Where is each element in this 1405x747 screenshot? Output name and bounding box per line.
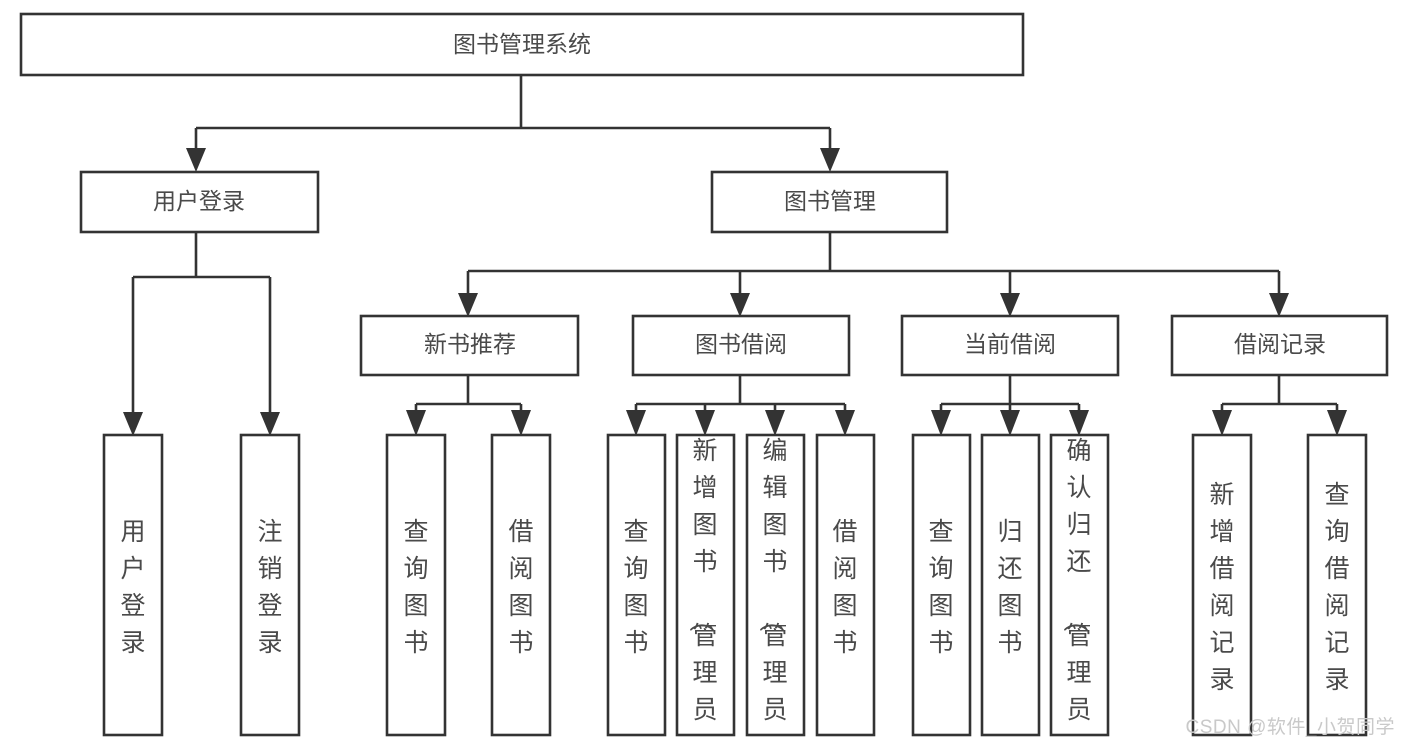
connector-userlogin-to-leaves — [131, 232, 272, 414]
leaf-add-book-label: 新增图书（管理员） — [686, 437, 717, 747]
leaf-confirm-return-label: 确认归还（管理员） — [1060, 437, 1091, 747]
leaf-edit-book[interactable]: 编辑图书（管理员） — [745, 433, 806, 747]
arrow-head-leaf-query-record — [1327, 410, 1347, 436]
node-new-book-recommend-label: 新书推荐 — [424, 331, 516, 357]
leaf-user-login-label: 用户登录 — [120, 518, 145, 657]
leaf-query-book-1-box[interactable] — [385, 433, 447, 737]
connector-layer — [123, 75, 1347, 436]
node-borrow-record-box[interactable] — [1170, 314, 1389, 377]
node-borrow-record[interactable]: 借阅记录 — [1170, 314, 1389, 377]
leaf-query-record-box[interactable] — [1306, 433, 1368, 737]
leaf-borrow-book-1[interactable]: 借阅图书 — [490, 433, 552, 737]
leaf-query-book-1[interactable]: 查询图书 — [385, 433, 447, 737]
arrow-head-leaf-add-book — [695, 410, 715, 436]
leaf-borrow-book-2[interactable]: 借阅图书 — [815, 433, 876, 737]
arrow-head-leaf-confirm-return — [1069, 410, 1089, 436]
node-root[interactable]: 图书管理系统 — [19, 12, 1025, 77]
leaf-confirm-return-box[interactable] — [1049, 433, 1110, 737]
node-new-book-recommend-box[interactable] — [359, 314, 580, 377]
node-current-borrow-label: 当前借阅 — [964, 331, 1056, 357]
arrow-head-leaf-return-book — [1000, 410, 1020, 436]
arrow-head-book-borrow — [730, 293, 750, 317]
leaf-borrow-book-1-label: 借阅图书 — [508, 518, 533, 657]
leaf-query-book-1-label: 查询图书 — [403, 518, 428, 657]
leaf-logout[interactable]: 注销登录 — [239, 433, 301, 737]
node-book-borrow-box[interactable] — [631, 314, 851, 377]
leaf-add-record-box[interactable] — [1191, 433, 1253, 737]
node-user-login-box[interactable] — [79, 170, 320, 234]
leaf-edit-book-label: 编辑图书（管理员） — [756, 437, 787, 747]
leaf-logout-label: 注销登录 — [257, 518, 282, 657]
leaf-return-book[interactable]: 归还图书 — [980, 433, 1041, 737]
leaf-edit-book-box[interactable] — [745, 433, 806, 737]
leaf-add-book[interactable]: 新增图书（管理员） — [675, 433, 736, 747]
leaf-borrow-book-1-box[interactable] — [490, 433, 552, 737]
arrow-head-leaf-borrow-book-2 — [835, 410, 855, 436]
node-user-login-label: 用户登录 — [153, 188, 245, 214]
leaf-query-book-3-label: 查询图书 — [928, 518, 953, 657]
connector-root-to-level2 — [194, 75, 832, 150]
leaf-add-record[interactable]: 新增借阅记录 — [1191, 433, 1253, 737]
arrow-head-leaf-user-login — [123, 412, 143, 436]
arrow-head-borrow-record — [1269, 293, 1289, 317]
leaf-logout-box[interactable] — [239, 433, 301, 737]
leaf-add-record-label: 新增借阅记录 — [1209, 481, 1234, 694]
leaf-query-book-2-box[interactable] — [606, 433, 667, 737]
leaf-query-book-3[interactable]: 查询图书 — [911, 433, 972, 737]
leaf-add-book-box[interactable] — [675, 433, 736, 737]
leaf-return-book-label: 归还图书 — [997, 518, 1022, 657]
node-book-borrow-label: 图书借阅 — [695, 331, 787, 357]
node-book-manage-label: 图书管理 — [784, 188, 876, 214]
leaf-confirm-return[interactable]: 确认归还（管理员） — [1049, 433, 1110, 747]
leaf-query-book-3-box[interactable] — [911, 433, 972, 737]
node-current-borrow[interactable]: 当前借阅 — [900, 314, 1120, 377]
connector-borrowrecord-to-leaves — [1220, 375, 1339, 414]
connector-newbook-to-leaves — [414, 375, 523, 414]
connector-bookborrow-to-leaves — [634, 375, 847, 414]
leaf-user-login[interactable]: 用户登录 — [102, 433, 164, 737]
leaf-query-book-2-label: 查询图书 — [623, 518, 648, 657]
node-new-book-recommend[interactable]: 新书推荐 — [359, 314, 580, 377]
arrow-head-leaf-query-book-3 — [931, 410, 951, 436]
arrow-head-leaf-edit-book — [765, 410, 785, 436]
node-book-manage-box[interactable] — [710, 170, 949, 234]
connector-bookmanage-to-level3 — [466, 232, 1281, 295]
arrow-head-user-login — [186, 148, 206, 172]
leaf-query-record-label: 查询借阅记录 — [1324, 481, 1349, 694]
arrow-head-leaf-borrow-book-1 — [511, 410, 531, 436]
node-borrow-record-label: 借阅记录 — [1234, 331, 1326, 357]
node-root-label: 图书管理系统 — [453, 31, 591, 57]
leaf-user-login-box[interactable] — [102, 433, 164, 737]
leaf-query-book-2[interactable]: 查询图书 — [606, 433, 667, 737]
arrow-head-leaf-query-book-2 — [626, 410, 646, 436]
connector-currentborrow-to-leaves — [939, 375, 1081, 414]
arrow-head-new-book-recommend — [458, 293, 478, 317]
node-user-login[interactable]: 用户登录 — [79, 170, 320, 234]
leaf-borrow-book-2-label: 借阅图书 — [832, 518, 857, 657]
arrow-head-current-borrow — [1000, 293, 1020, 317]
arrow-head-leaf-add-record — [1212, 410, 1232, 436]
leaf-return-book-box[interactable] — [980, 433, 1041, 737]
leaf-borrow-book-2-box[interactable] — [815, 433, 876, 737]
arrow-head-book-manage — [820, 148, 840, 172]
node-current-borrow-box[interactable] — [900, 314, 1120, 377]
node-book-borrow[interactable]: 图书借阅 — [631, 314, 851, 377]
node-book-manage[interactable]: 图书管理 — [710, 170, 949, 234]
arrow-head-leaf-logout — [260, 412, 280, 436]
node-root-box[interactable] — [19, 12, 1025, 77]
arrow-head-leaf-query-book-1 — [406, 410, 426, 436]
leaf-query-record[interactable]: 查询借阅记录 — [1306, 433, 1368, 737]
